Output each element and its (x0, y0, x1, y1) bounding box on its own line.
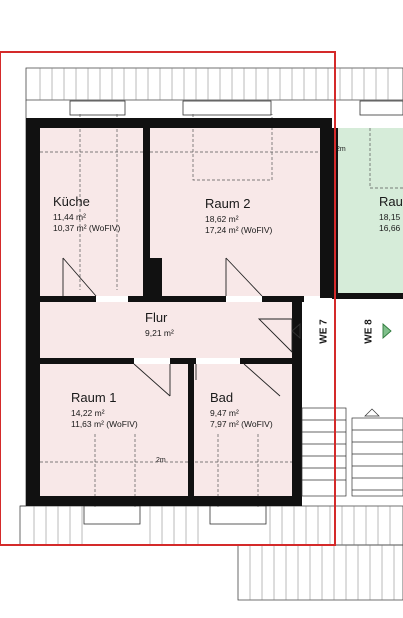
dormer-dashed (40, 114, 403, 508)
raum-neighbor-name: Rau (379, 194, 403, 209)
raum2-area-wofiv: 17,24 m² (WoFIV) (205, 225, 273, 235)
room-raum2 (150, 128, 320, 296)
bad-name: Bad (210, 390, 234, 405)
selection-frame (0, 51, 336, 546)
door-swings (62, 257, 293, 397)
roof-hatching-top (39, 68, 389, 100)
bad-area-wofiv: 7,97 m² (WoFIV) (210, 419, 273, 429)
unit-arrows (291, 323, 392, 339)
room-kueche (40, 128, 143, 296)
raum1-name: Raum 1 (71, 390, 117, 405)
room-raum1 (40, 364, 188, 496)
kueche-area-wofiv: 10,37 m² (WoFIV) (53, 223, 121, 233)
dimension-bottom: 2m (156, 457, 166, 464)
we7-arrow-icon (291, 323, 301, 339)
dimension-top: 2m (336, 146, 346, 153)
unit-we8-label: WE 8 (363, 319, 375, 344)
bad-area: 9,47 m² (210, 408, 239, 418)
raum2-area: 18,62 m² (205, 214, 239, 224)
room-flur (40, 302, 292, 358)
flur-area: 9,21 m² (145, 328, 174, 338)
staircase (301, 407, 403, 497)
kueche-area: 11,44 m² (53, 212, 86, 222)
raum1-area: 14,22 m² (71, 408, 105, 418)
we8-arrow-icon (382, 323, 392, 339)
kueche-name: Küche (53, 194, 90, 209)
roof-hatching-bottom (33, 506, 395, 600)
flur-name: Flur (145, 310, 168, 325)
raum2-name: Raum 2 (205, 196, 251, 211)
raum-neighbor-area-wofiv: 16,66 (379, 223, 401, 233)
room-neighbor (332, 128, 403, 293)
dormers (69, 100, 403, 525)
raum1-area-wofiv: 11,63 m² (WoFIV) (71, 419, 138, 429)
raum-neighbor-area: 18,15 (379, 212, 401, 222)
room-fills (40, 128, 403, 496)
unit-we7-label: WE 7 (318, 319, 330, 344)
room-bad (194, 364, 292, 496)
